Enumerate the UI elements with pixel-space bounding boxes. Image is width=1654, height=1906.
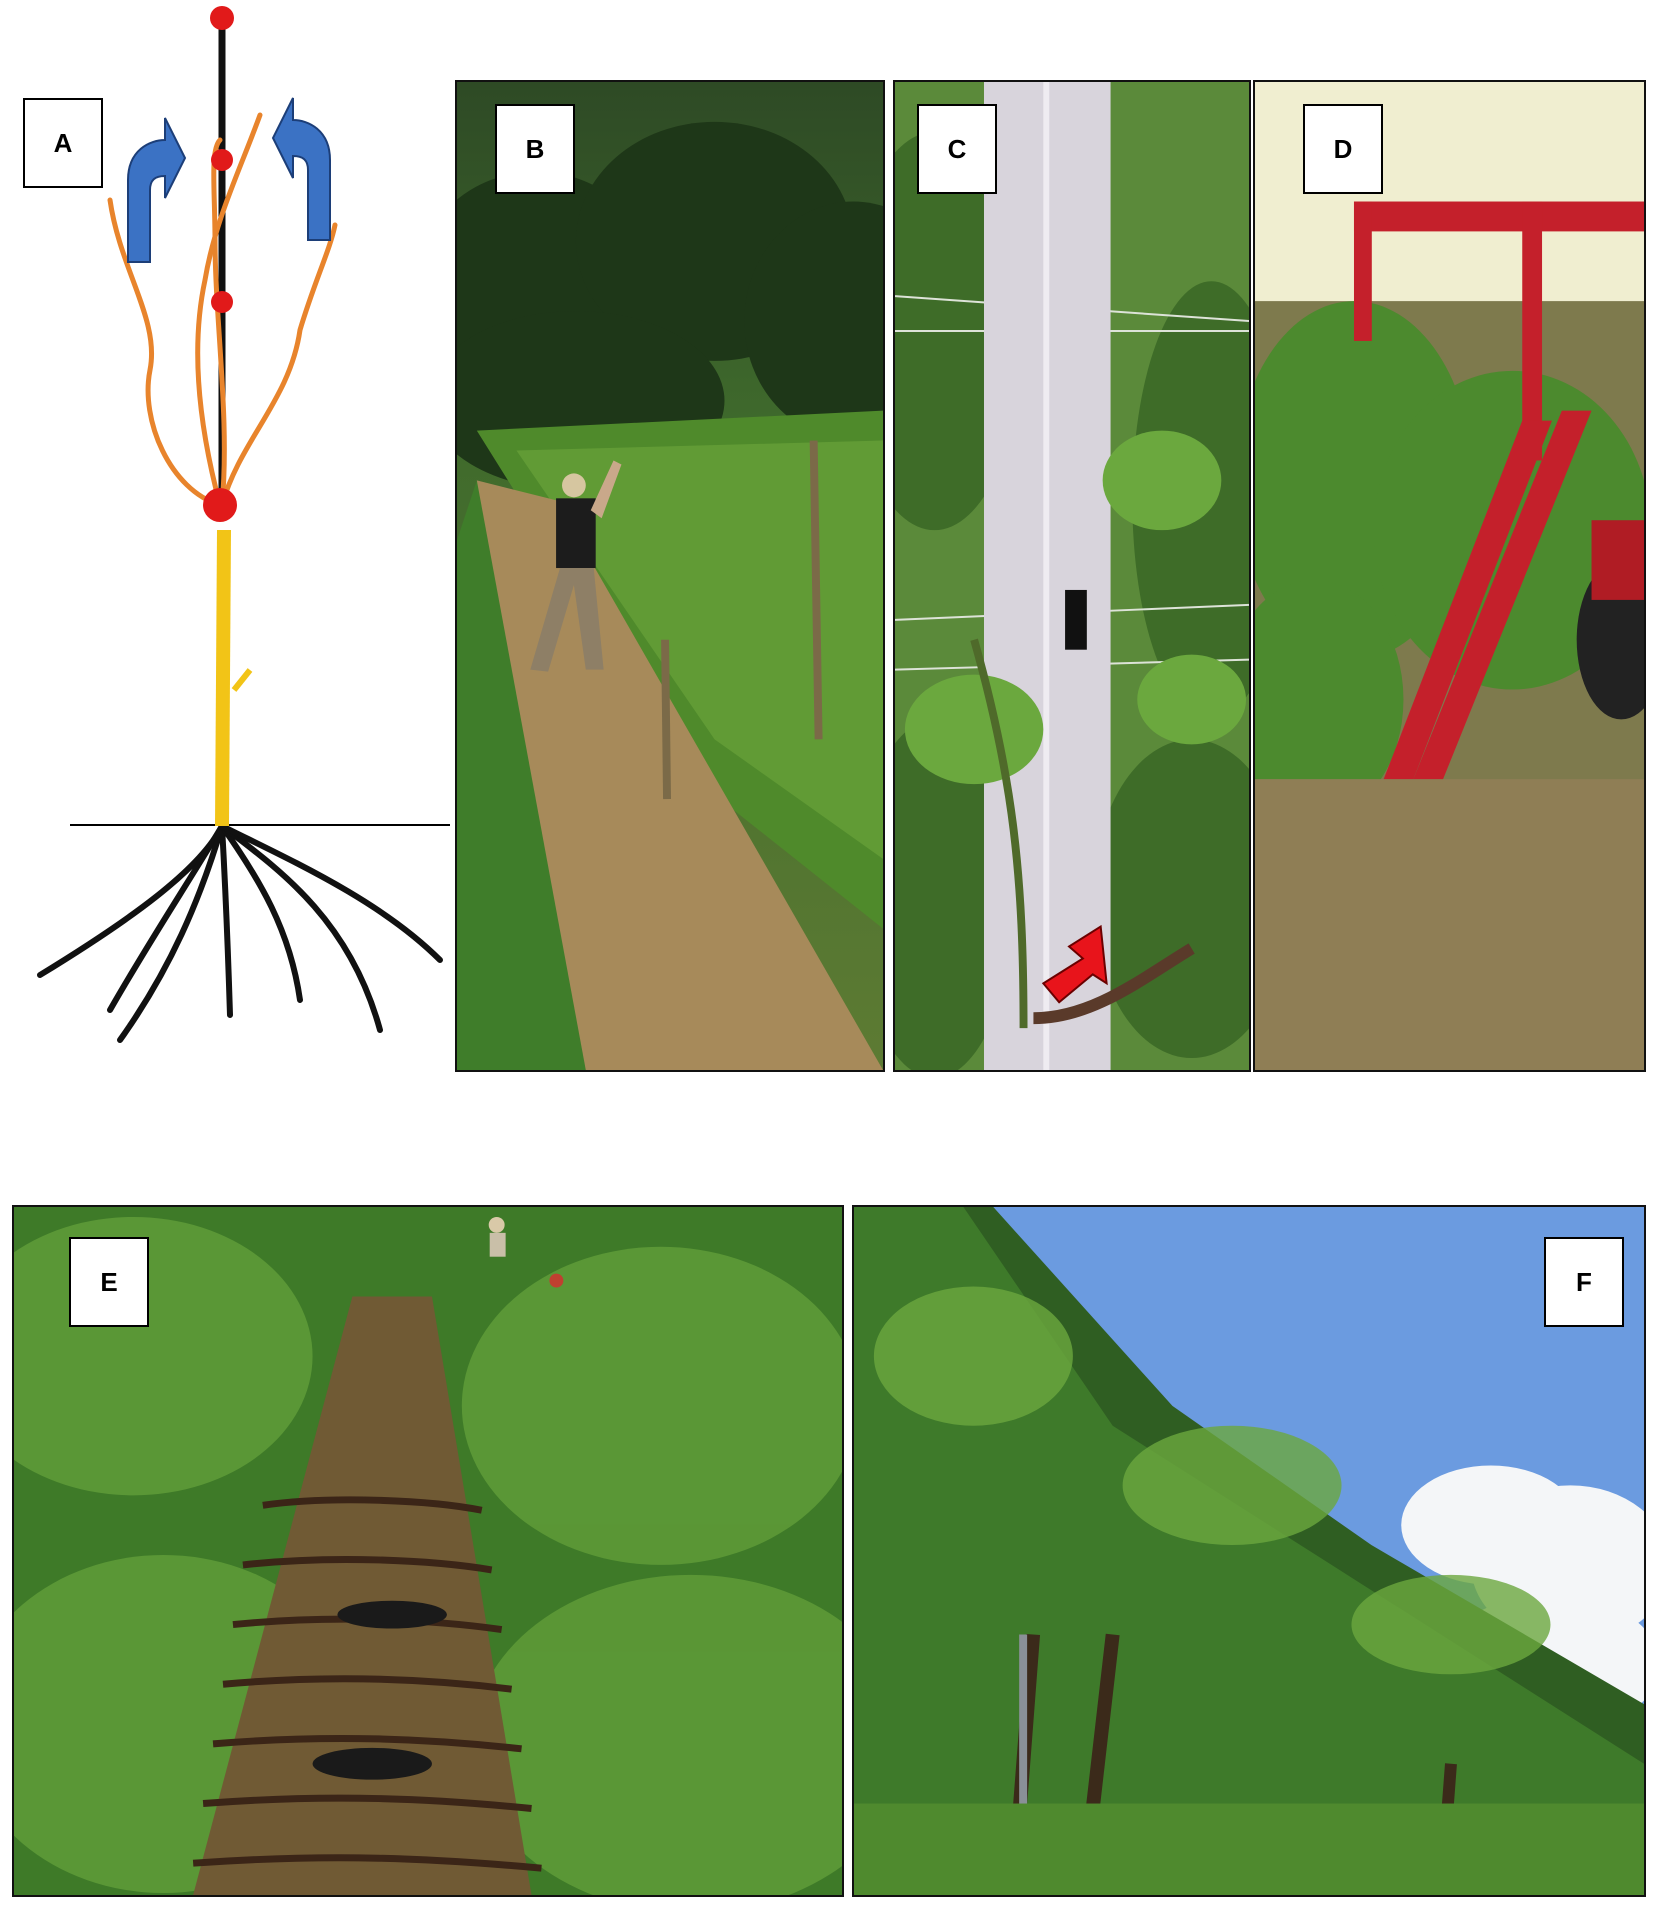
sky-canopy-photo: [854, 1207, 1644, 1895]
vine-training-diagram: [37, 6, 450, 1043]
panel-label-d: D: [1303, 104, 1383, 194]
post-shoot-photo: [895, 82, 1249, 1070]
panel-label-b: B: [495, 104, 575, 194]
curved-arrows: [127, 97, 331, 263]
panel-f-photo: F: [852, 1205, 1646, 1897]
panel-c-photo: C: [893, 80, 1251, 1072]
red-arrow: [1041, 924, 1108, 1004]
tractor-machine-photo: [1255, 82, 1644, 1070]
worker: [530, 460, 622, 672]
nodes: [203, 6, 237, 522]
panel-d-photo: D: [1253, 80, 1646, 1072]
panel-label-e: E: [69, 1237, 149, 1327]
panel-b-photo: B: [455, 80, 885, 1072]
vineyard-worker-photo: [457, 82, 883, 1070]
pergola-canopy-photo: [14, 1207, 842, 1895]
roots: [37, 823, 443, 1043]
panel-label-c: C: [917, 104, 997, 194]
panel-e-photo: E: [12, 1205, 844, 1897]
panel-a-diagram: A: [0, 0, 450, 1060]
panel-label-f: F: [1544, 1237, 1624, 1327]
trunk: [215, 529, 231, 827]
panel-label-a: A: [23, 98, 103, 188]
